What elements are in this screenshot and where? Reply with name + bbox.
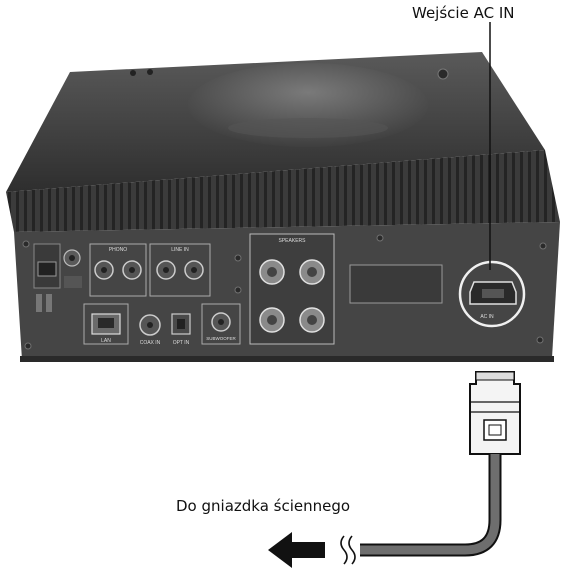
ac-in-callout: Wejście AC IN bbox=[412, 4, 515, 22]
line-in-jacks bbox=[149, 243, 211, 297]
speakers-label: SPEAKERS bbox=[279, 238, 307, 244]
cable-break-marks bbox=[340, 535, 356, 565]
phono-ground-terminal bbox=[63, 249, 82, 288]
coax-in-label: COAX IN bbox=[140, 340, 161, 346]
lan-label: LAN bbox=[101, 338, 111, 344]
left-arrow-icon bbox=[268, 532, 325, 568]
power-switch bbox=[33, 243, 61, 312]
opt-in-label: OPT IN bbox=[173, 340, 190, 346]
lan-port bbox=[83, 303, 129, 345]
speaker-terminals bbox=[249, 233, 335, 345]
opt-in-jack bbox=[171, 313, 191, 335]
power-plug bbox=[469, 371, 521, 455]
subwoofer-label: SUBWOOFER bbox=[206, 336, 236, 341]
ac-in-inlet bbox=[458, 260, 526, 328]
power-cable bbox=[360, 454, 502, 557]
label-plate bbox=[349, 264, 443, 304]
subwoofer-jack bbox=[201, 303, 241, 345]
coax-in-jack bbox=[139, 314, 161, 336]
phono-label: PHONO bbox=[109, 247, 127, 253]
wall-outlet-callout: Do gniazdka ściennego bbox=[176, 497, 351, 515]
phono-jacks bbox=[89, 243, 147, 297]
line-in-label: LINE IN bbox=[171, 247, 189, 253]
heatsink-fins bbox=[6, 150, 560, 232]
ac-in-panel-label: AC IN bbox=[480, 314, 494, 320]
